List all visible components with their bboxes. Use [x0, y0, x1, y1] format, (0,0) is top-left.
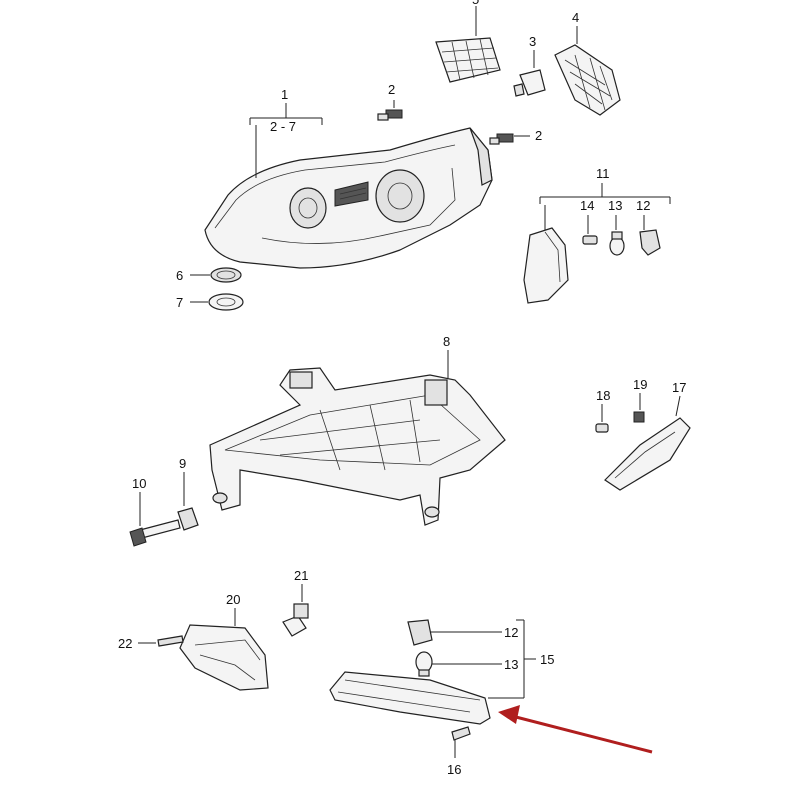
- callout-15: 15: [540, 652, 554, 667]
- socket-12: [639, 215, 661, 256]
- callout-12a: 12: [636, 198, 650, 213]
- seal-7: [190, 293, 244, 311]
- screw-2-top: [377, 100, 403, 121]
- callout-8: 8: [443, 334, 450, 349]
- callout-13b: 13: [504, 657, 518, 672]
- screw-22: [138, 635, 184, 647]
- callout-12b: 12: [504, 625, 518, 640]
- callout-11: 11: [596, 166, 610, 181]
- callout-18: 18: [596, 388, 610, 403]
- cover-4: [554, 26, 621, 116]
- bulb-3: [513, 50, 546, 97]
- socket-19: [633, 393, 645, 423]
- bulb-13-lower: [415, 651, 502, 677]
- callout-14: 14: [580, 198, 594, 213]
- callout-4: 4: [572, 10, 579, 25]
- bulb-13: [609, 215, 625, 256]
- callout-21: 21: [294, 568, 308, 583]
- callout-11-bracket: [539, 183, 671, 204]
- callout-1-bracket: [249, 103, 323, 178]
- callout-17: 17: [672, 380, 686, 395]
- callout-1: 1: [281, 87, 288, 102]
- seal-6: [190, 267, 242, 283]
- callout-19: 19: [633, 377, 647, 392]
- callout-7: 7: [176, 295, 183, 310]
- callout-13a: 13: [608, 198, 622, 213]
- cap-5: [435, 6, 501, 83]
- screw-2-right: [489, 133, 530, 145]
- bolt-10: [129, 492, 181, 547]
- bushing-9: [177, 472, 199, 531]
- callout-22: 22: [118, 636, 132, 651]
- callout-9: 9: [179, 456, 186, 471]
- callout-16: 16: [447, 762, 461, 777]
- screw-16: [451, 726, 471, 758]
- callout-15-bracket: [488, 619, 536, 699]
- fog-lamp-housing-20: [179, 608, 269, 691]
- headlight-assembly: [204, 127, 493, 269]
- bulb-21: [282, 584, 309, 637]
- callout-2a: 2: [388, 82, 395, 97]
- callout-6: 6: [176, 268, 183, 283]
- callout-2b: 2: [535, 128, 542, 143]
- pointer-arrow: [498, 705, 653, 754]
- callout-1-range: 2 - 7: [270, 119, 296, 134]
- reflector-17: [604, 395, 691, 491]
- bulb-14: [582, 215, 598, 245]
- callout-5: 5: [472, 0, 479, 7]
- socket-12-lower: [407, 619, 502, 646]
- callout-20: 20: [226, 592, 240, 607]
- carrier-frame-8: [209, 350, 506, 526]
- side-marker-11: [523, 205, 569, 304]
- lower-lamp-15: [329, 671, 491, 725]
- bulb-18: [595, 404, 609, 433]
- callout-10: 10: [132, 476, 146, 491]
- callout-3: 3: [529, 34, 536, 49]
